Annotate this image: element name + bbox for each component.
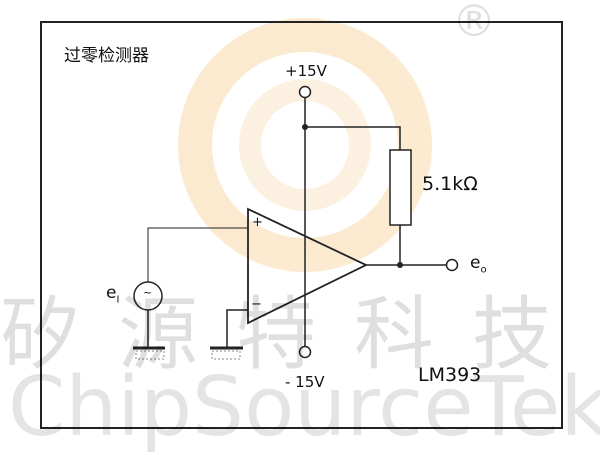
positive-supply-terminal <box>298 85 312 99</box>
resistor <box>389 149 412 226</box>
input-label: eI <box>106 283 119 305</box>
negative-supply-label: - 15V <box>285 373 325 391</box>
output-label-main: e <box>470 253 481 273</box>
output-terminal <box>445 258 459 272</box>
negative-supply-terminal <box>298 345 312 359</box>
ground-symbol <box>133 346 165 360</box>
input-label-sub: I <box>116 294 120 306</box>
diagram-title: 过零检测器 <box>64 46 149 66</box>
plus-input-wire <box>147 227 248 282</box>
plus-input-sign: + <box>252 215 263 230</box>
output-label: eo <box>470 253 487 275</box>
input-label-main: e <box>106 283 117 303</box>
comparator-symbol <box>247 207 369 325</box>
ac-source-symbol: ~ <box>143 286 153 299</box>
minus-input-wire <box>226 309 248 347</box>
part-number: LM393 <box>418 364 482 386</box>
minus-input-sign: − <box>251 297 262 312</box>
junction-dot <box>397 262 403 268</box>
frame <box>40 21 563 429</box>
watermark-chinese: 矽源特科技 <box>0 288 590 381</box>
resistor-label: 5.1kΩ <box>422 173 478 195</box>
positive-supply-label: +15V <box>285 62 327 80</box>
pullup-wire <box>305 126 401 150</box>
watermark-english: ChipSourceTek <box>8 360 600 455</box>
junction-dot <box>302 124 308 130</box>
output-label-sub: o <box>480 264 487 276</box>
ground-symbol <box>210 346 243 360</box>
registered-mark: ® <box>452 0 496 47</box>
